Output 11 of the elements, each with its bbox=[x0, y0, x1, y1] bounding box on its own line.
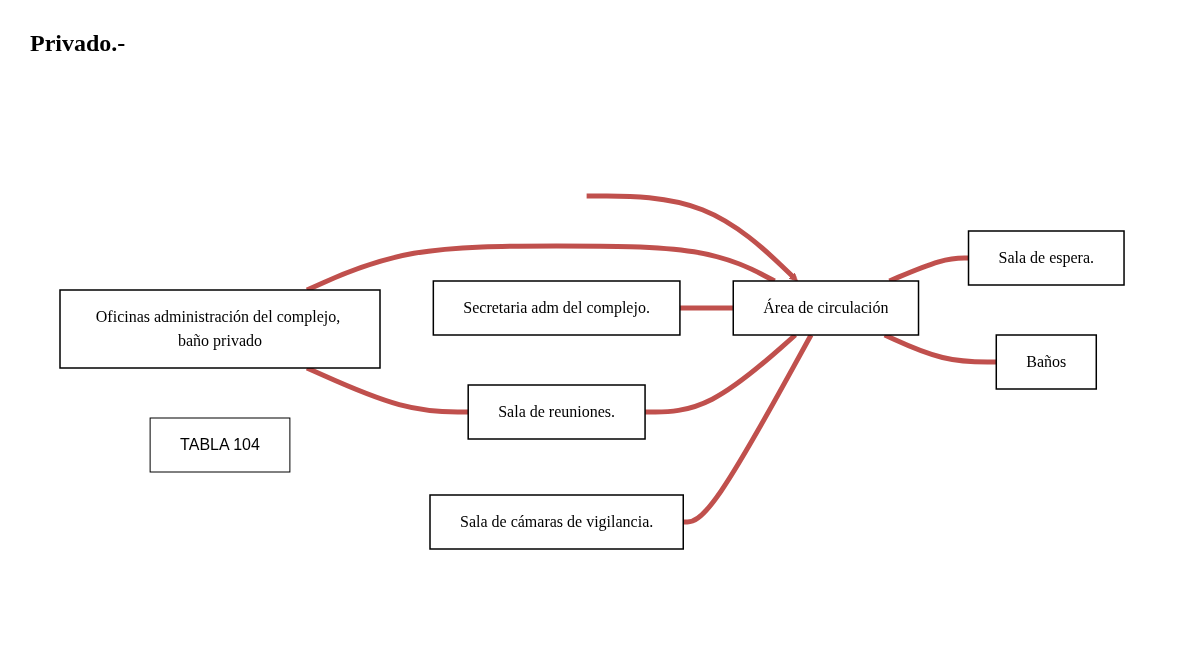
node-box: Área de circulación bbox=[732, 280, 920, 336]
node-box: Baños bbox=[995, 334, 1097, 390]
node-box: Sala de cámaras de vigilancia. bbox=[429, 494, 684, 550]
connector bbox=[679, 305, 734, 311]
arrow bbox=[586, 193, 798, 282]
diagram-title: Privado.- bbox=[30, 30, 126, 57]
node-box: Sala de reuniones. bbox=[467, 384, 646, 440]
node-box: TABLA 104 bbox=[149, 417, 291, 473]
node-box: Sala de espera. bbox=[967, 230, 1125, 286]
node-box: Secretaria adm del complejo. bbox=[432, 280, 681, 336]
node-box: Oficinas administración del complejo, baño privado bbox=[59, 289, 381, 369]
